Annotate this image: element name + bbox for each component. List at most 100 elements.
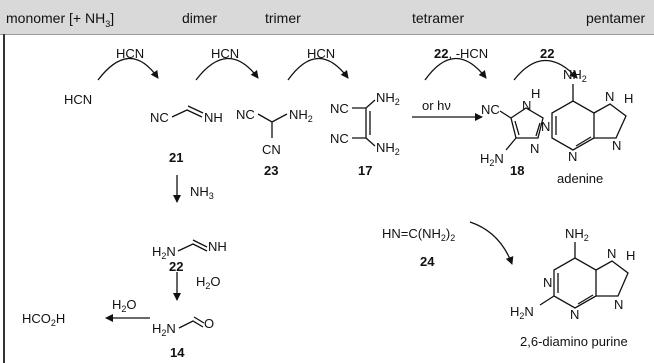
header-dimer: dimer: [182, 10, 218, 26]
molecule-18-h: H: [531, 86, 540, 101]
molecule-dap-purine-n3: N: [570, 307, 579, 322]
molecule-23-nh2-main: NH: [289, 107, 308, 122]
molecule-18-h2n: H2N: [480, 151, 504, 168]
bond-18-double-b: [535, 122, 541, 137]
header-monomer-text: monomer [+ NH: [6, 10, 106, 26]
reagent-hcn-2: HCN: [211, 46, 239, 61]
header-trimer: trimer: [265, 10, 301, 26]
reagent-h2o-1: H2O: [112, 297, 137, 314]
molecule-18-nc: NC: [481, 102, 500, 117]
molecule-23-cn: CN: [262, 142, 281, 157]
reagent-nh3-main: NH: [190, 184, 209, 199]
reagent-h2o-2-a: H: [196, 274, 205, 289]
bond-formamidine: [177, 243, 208, 252]
reagent-nh3-sub: 3: [209, 191, 214, 201]
reagent-tetramer-num: 22: [434, 46, 448, 61]
header-monomer-end: ]: [110, 10, 115, 26]
molecule-17-nh2-a-sub: 2: [395, 97, 400, 107]
bond-aminomalononitrile: [257, 113, 288, 138]
molecule-23-nh2: NH2: [289, 107, 313, 124]
reagent-tetramer: 22, -HCN: [434, 46, 488, 61]
molecule-22-nh: NH: [208, 239, 227, 254]
molecule-adenine-h: H: [624, 91, 633, 106]
molecule-18-h2n-b: N: [494, 151, 503, 166]
compound-number-22: 22: [169, 259, 183, 274]
bond-dap-purine-double-b: [577, 294, 594, 305]
molecule-18-n-bot: N: [530, 141, 539, 156]
ring-adenine-imidazole: [593, 103, 627, 139]
molecule-17-nh2-b-sub: 2: [395, 147, 400, 157]
compound-number-14: 14: [170, 345, 185, 360]
reagent-guanidine: HN=C(NH2)2: [382, 226, 455, 243]
header-monomer: monomer [+ NH3]: [6, 10, 114, 29]
reagent-guanidine-a: HN=C(NH: [382, 226, 441, 241]
curved-arrow-pentamer: [513, 59, 578, 81]
ring-dap-purine-imidazole: [595, 260, 629, 297]
header-tetramer: tetramer: [412, 10, 465, 26]
molecule-23-nc: NC: [236, 107, 255, 122]
molecule-adenine-nh2-main: NH: [563, 67, 582, 82]
molecule-14-h2n-b: N: [166, 321, 175, 336]
molecule-17-nh2-a-main: NH: [376, 90, 395, 105]
molecule-formic-acid: HCO2H: [22, 311, 65, 328]
left-border-line: [3, 34, 5, 363]
stage-header: monomer [+ NH3] dimer trimer tetramer pe…: [0, 0, 654, 35]
molecule-21-nh: NH: [204, 110, 223, 125]
bond-dap: [352, 99, 376, 147]
molecule-22-h2n-a: H: [152, 244, 161, 259]
molecule-18-h2n-a: H: [480, 151, 489, 166]
reagent-guanidine-sub: 2: [441, 233, 446, 243]
molecule-adenine-n1: N: [541, 119, 550, 134]
ring-dap-purine-pyrimidine: [553, 257, 597, 309]
molecule-dap-purine-h2n-b: N: [524, 304, 533, 319]
bond-adenine-double-b: [575, 136, 592, 147]
molecule-dap-purine-nh2-main: NH: [565, 226, 584, 241]
molecule-17-nc-2: NC: [330, 131, 349, 146]
ring-imidazole-18: [510, 107, 544, 139]
molecule-22-h2n-sub: 2: [161, 251, 166, 261]
bond-formamide: [178, 320, 204, 329]
curved-arrow-hcn-1: [97, 57, 159, 81]
molecule-dap-purine-n1: N: [543, 275, 552, 290]
molecule-dap-purine-n9: N: [614, 297, 623, 312]
molecule-hcn: HCN: [64, 92, 92, 107]
molecule-dap-purine-h2n: H2N: [510, 304, 534, 321]
compound-number-23: 23: [264, 163, 278, 178]
bond-formamidine-double: [192, 239, 208, 248]
molecule-17-nh2-a: NH2: [376, 90, 400, 107]
bond-dap-purine-h2n: [539, 295, 555, 306]
molecule-adenine-n3: N: [568, 149, 577, 164]
reagent-hcn-1: HCN: [116, 46, 144, 61]
bond-18-double-a: [514, 120, 520, 136]
header-monomer-sub: 3: [105, 18, 111, 29]
curved-arrow-guanidine: [469, 221, 514, 265]
molecule-14-h2n-a: H: [152, 321, 161, 336]
molecule-23-nh2-sub: 2: [308, 114, 313, 124]
molecule-adenine-n7: N: [605, 89, 614, 104]
compound-number-24: 24: [420, 254, 435, 269]
reagent-h2o-1-b: O: [126, 297, 136, 312]
molecule-14-h2n: H2N: [152, 321, 176, 338]
molecule-dap-purine-h: H: [626, 248, 635, 263]
curved-arrow-hcn-3: [287, 57, 349, 81]
reagent-pentamer-num: 22: [540, 46, 554, 61]
molecule-formic-acid-a: HCO: [22, 311, 51, 326]
molecule-adenine-name: adenine: [557, 171, 603, 186]
bond-formamide-double: [193, 316, 205, 324]
curved-arrow-tetramer: [424, 57, 487, 81]
reagent-h2o-2-sub: 2: [205, 281, 210, 291]
molecule-dap-purine-nh2-sub: 2: [584, 233, 589, 243]
reagent-h2o-2: H2O: [196, 274, 221, 291]
molecule-dap-purine-nh2: NH2: [565, 226, 589, 243]
molecule-14-o: O: [204, 316, 214, 331]
curved-arrow-hcn-2: [195, 57, 259, 81]
molecule-dap-purine-h2n-a: H: [510, 304, 519, 319]
reagent-tetramer-tail: , -HCN: [448, 46, 488, 61]
molecule-18-h2n-sub: 2: [489, 158, 494, 168]
molecule-adenine-n9: N: [612, 138, 621, 153]
molecule-21-nc: NC: [150, 110, 169, 125]
reagent-hcn-3: HCN: [307, 46, 335, 61]
reagent-h2o-1-a: H: [112, 297, 121, 312]
molecule-17-nh2-b: NH2: [376, 140, 400, 157]
